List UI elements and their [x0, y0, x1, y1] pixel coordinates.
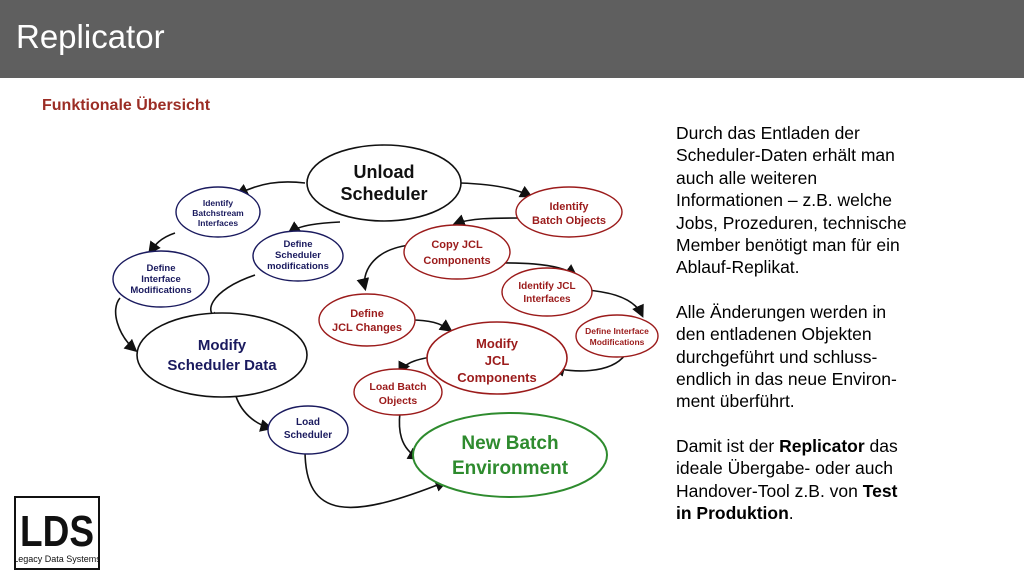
- svg-text:Scheduler Data: Scheduler Data: [167, 357, 277, 374]
- arrow-identify-jcl-to-define-interface: [584, 289, 644, 318]
- svg-text:Define: Define: [146, 263, 175, 274]
- svg-text:Identify: Identify: [549, 201, 589, 213]
- svg-text:Define Interface: Define Interface: [585, 326, 649, 336]
- svg-text:Components: Components: [457, 370, 536, 385]
- node-new-batch-environment: New Batch Environment: [412, 412, 608, 498]
- svg-text:JCL Changes: JCL Changes: [332, 322, 402, 334]
- replicator-highlight: Replicator: [779, 435, 865, 456]
- test-in-produktion-highlight: Test in Produktion: [676, 480, 898, 524]
- arrow-load-scheduler-to-new-env: [304, 449, 448, 509]
- svg-text:Load Batch: Load Batch: [369, 381, 426, 393]
- lds-logo: LDS Legacy Data Systems: [14, 496, 100, 570]
- svg-text:Components: Components: [423, 255, 490, 267]
- node-define-interface-modifications-right: Define Interface Modifications: [575, 314, 659, 358]
- paragraph-2: Alle Änderungen werden in den entladenen…: [676, 301, 897, 412]
- node-define-interface-modifications-left: Define Interface Modifications: [112, 250, 210, 308]
- node-identify-jcl-interfaces: Identify JCL Interfaces: [501, 267, 593, 317]
- svg-text:Interface: Interface: [141, 274, 181, 285]
- svg-text:modifications: modifications: [267, 261, 329, 272]
- svg-text:Environment: Environment: [452, 458, 569, 479]
- header-bar: Replicator: [0, 0, 1024, 78]
- node-load-scheduler: Load Scheduler: [267, 405, 349, 455]
- svg-text:Scheduler: Scheduler: [275, 250, 321, 261]
- process-diagram: Unload Scheduler Identify Batchstream In…: [112, 144, 659, 509]
- arrow-define-jcl-to-modify-jcl: [409, 319, 453, 332]
- arrow-modify-scheduler-to-load-scheduler: [234, 392, 274, 432]
- arrow-define-interface-to-modify-scheduler: [114, 297, 138, 353]
- description-text: Durch das Entladen der Scheduler-Daten e…: [676, 122, 1016, 547]
- svg-text:Define: Define: [350, 308, 384, 320]
- svg-text:Batch Objects: Batch Objects: [532, 215, 606, 227]
- svg-text:Modifications: Modifications: [590, 337, 645, 347]
- svg-text:Interfaces: Interfaces: [523, 294, 571, 305]
- svg-text:Batchstream: Batchstream: [192, 208, 244, 218]
- node-identify-batchstream-interfaces: Identify Batchstream Interfaces: [175, 186, 261, 238]
- svg-text:Modify: Modify: [476, 336, 519, 351]
- node-modify-scheduler-data: Modify Scheduler Data: [136, 312, 308, 398]
- node-load-batch-objects: Load Batch Objects: [353, 368, 443, 416]
- svg-text:New Batch: New Batch: [461, 433, 558, 454]
- svg-text:Scheduler: Scheduler: [340, 184, 427, 204]
- logo-text: LDS: [20, 507, 94, 556]
- svg-text:Identify: Identify: [203, 198, 233, 208]
- page-title: Replicator: [16, 18, 165, 55]
- arrow-unload-to-define-scheduler: [287, 221, 341, 234]
- paragraph-3-part-e: .: [788, 503, 794, 524]
- arrow-batchstream-to-define-interface: [148, 232, 176, 255]
- svg-text:Modify: Modify: [198, 337, 247, 354]
- paragraph-1: Durch das Entladen der Scheduler-Daten e…: [676, 123, 907, 278]
- logo-subtext: Legacy Data Systems: [14, 554, 100, 564]
- svg-text:JCL: JCL: [485, 353, 510, 368]
- paragraph-3-part-c: das ideale Übergabe- oder auch Handover-…: [676, 435, 898, 501]
- svg-text:Load: Load: [296, 417, 320, 428]
- arrow-copy-to-define-jcl: [356, 244, 411, 292]
- node-modify-jcl-components: Modify JCL Components: [426, 321, 568, 395]
- svg-text:Identify JCL: Identify JCL: [518, 281, 575, 292]
- node-copy-jcl-components: Copy JCL Components: [403, 224, 511, 280]
- svg-text:Modifications: Modifications: [130, 285, 191, 296]
- paragraph-3: Damit ist der Replicator das ideale Über…: [676, 435, 1016, 525]
- svg-text:Interfaces: Interfaces: [198, 218, 238, 228]
- node-identify-batch-objects: Identify Batch Objects: [515, 186, 623, 238]
- arrow-unload-to-identify-batchstream: [235, 181, 306, 196]
- arrow-identify-objects-to-copy-jcl: [452, 214, 521, 227]
- node-define-scheduler-modifications: Define Scheduler modifications: [252, 230, 344, 282]
- paragraph-3-part-a: Damit ist der: [676, 435, 780, 456]
- node-unload-scheduler: Unload Scheduler: [306, 144, 462, 222]
- svg-text:Define: Define: [283, 239, 312, 250]
- arrow-unload-to-identify-objects: [459, 182, 533, 198]
- section-subtitle: Funktionale Übersicht: [42, 97, 211, 114]
- svg-text:Copy JCL: Copy JCL: [431, 239, 483, 251]
- svg-text:Scheduler: Scheduler: [284, 430, 332, 441]
- svg-text:Objects: Objects: [379, 395, 418, 407]
- node-define-jcl-changes: Define JCL Changes: [318, 293, 416, 347]
- svg-text:Unload: Unload: [354, 162, 415, 182]
